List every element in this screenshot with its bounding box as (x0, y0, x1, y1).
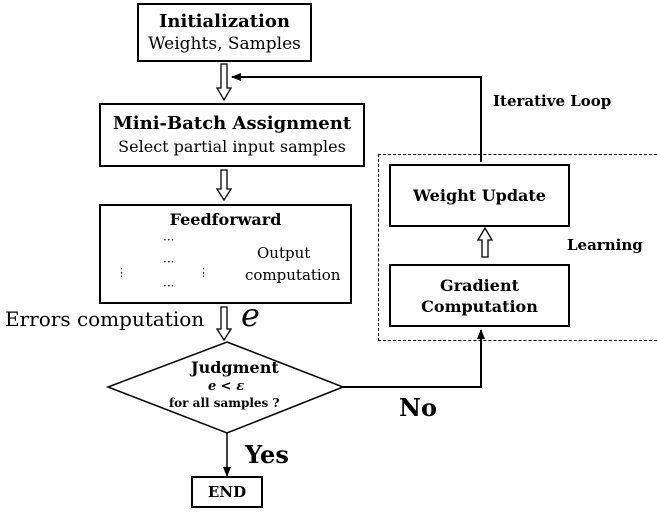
feedforward-box: Feedforward (99, 204, 352, 304)
no-branch-arrow (343, 329, 485, 388)
hollow-arrow-init-to-minibatch (215, 63, 233, 102)
mini-batch-subtitle: Select partial input samples (118, 137, 346, 156)
judgment-subtitle: for all samples ? (169, 396, 280, 410)
yes-label: Yes (245, 440, 289, 469)
hollow-arrow-minibatch-to-feedforward (215, 169, 233, 202)
initialization-subtitle: Weights, Samples (148, 33, 301, 54)
gradient-line1: Gradient (440, 275, 519, 295)
output-label-line2: computation (245, 266, 341, 284)
learning-region (378, 154, 657, 341)
nn-dots-bot: ··· (163, 279, 175, 293)
output-label-line1: Output (257, 244, 311, 262)
end-label: END (207, 483, 247, 501)
error-symbol: e (241, 296, 260, 334)
nn-dots-mid: ··· (163, 255, 175, 269)
nn-dots-top: ··· (163, 233, 175, 247)
hollow-arrow-feedforward-to-judgment (215, 306, 233, 342)
learning-label: Learning (567, 236, 643, 254)
judgment-title: Judgment (191, 358, 279, 377)
initialization-title: Initialization (159, 10, 290, 32)
mini-batch-box: Mini-Batch Assignment Select partial inp… (99, 103, 365, 167)
errors-computation-label: Errors computation (5, 307, 205, 331)
hollow-arrow-gradient-to-weight-update (476, 226, 494, 258)
iterative-loop-label: Iterative Loop (493, 92, 612, 110)
nn-vdots-2: ⋮ (198, 266, 209, 279)
mini-batch-title: Mini-Batch Assignment (112, 113, 352, 134)
judgment-condition: e < ε (208, 379, 245, 394)
nn-vdots-1: ⋮ (116, 266, 127, 279)
gradient-computation-box: Gradient Computation (389, 264, 570, 327)
initialization-box: Initialization Weights, Samples (137, 3, 312, 62)
weight-update-label: Weight Update (413, 186, 546, 205)
feedforward-title: Feedforward (169, 210, 282, 229)
weight-update-box: Weight Update (389, 164, 570, 227)
gradient-line2: Computation (421, 296, 538, 316)
iterative-loop-arrow (231, 73, 482, 162)
end-box: END (191, 476, 263, 508)
no-label: No (399, 393, 437, 422)
